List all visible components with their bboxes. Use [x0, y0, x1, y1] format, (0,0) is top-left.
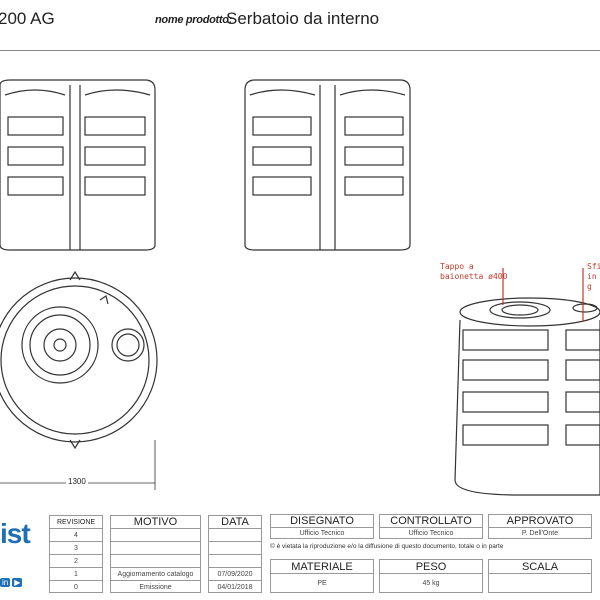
peso-box: PESO 45 kg: [379, 559, 483, 593]
logo-text: ist: [0, 518, 31, 549]
linkedin-icon[interactable]: in: [0, 578, 11, 587]
technical-drawing: [0, 79, 600, 496]
company-logo: ist: [0, 518, 31, 550]
header-divider: [0, 50, 600, 51]
controllato-label: CONTROLLATO: [380, 515, 482, 528]
revision-date: [209, 555, 261, 568]
scala-value: [489, 574, 591, 593]
perspective-view: [454, 268, 600, 496]
product-name-label: nome prodotto:: [155, 14, 233, 26]
approvato-box: APPROVATO P. Dell'Onte: [488, 514, 592, 539]
peso-value: 45 kg: [422, 580, 440, 587]
revision-reason: [111, 529, 200, 542]
revision-reason: [111, 555, 200, 568]
revision-date: [209, 542, 261, 555]
dimension-label: 1300: [66, 477, 88, 486]
revision-header: REVISIONE: [50, 516, 102, 529]
materiale-box: MATERIALE PE: [270, 559, 374, 593]
revision-date: 04/01/2018: [217, 584, 253, 591]
revision-number: 1: [50, 568, 102, 581]
motivo-column: MOTIVO Aggiornamento catalogo Emissione: [110, 515, 201, 593]
revision-date: [209, 529, 261, 542]
revision-number: 0: [74, 584, 78, 591]
approvato-label: APPROVATO: [489, 515, 591, 528]
controllato-box: CONTROLLATO Ufficio Tecnico: [379, 514, 483, 539]
revision-number: 3: [50, 542, 102, 555]
materiale-value: PE: [317, 580, 327, 587]
youtube-icon[interactable]: ▶: [12, 578, 23, 587]
peso-label: PESO: [380, 560, 482, 574]
revision-date: 07/09/2020: [209, 568, 261, 581]
copyright-notice: © è vietata la riproduzione e/o la diffu…: [270, 543, 504, 550]
disegnato-label: DISEGNATO: [271, 515, 373, 528]
disegnato-value: Ufficio Tecnico: [299, 530, 345, 537]
callout-line: Sfi: [587, 262, 600, 271]
materiale-label: MATERIALE: [271, 560, 373, 574]
revision-column: REVISIONE 4 3 2 1 0: [49, 515, 103, 593]
product-name: Serbatoio da interno: [226, 9, 380, 28]
front-view-2: [244, 79, 411, 251]
data-column: DATA 07/09/2020 04/01/2018: [208, 515, 262, 593]
scala-box: SCALA: [488, 559, 592, 593]
scala-label: SCALA: [489, 560, 591, 574]
motivo-header: MOTIVO: [111, 516, 200, 529]
social-links: in▶: [0, 572, 24, 590]
callout-line: baionetta ø400: [440, 272, 508, 281]
disegnato-box: DISEGNATO Ufficio Tecnico: [270, 514, 374, 539]
revision-reason: Emissione: [139, 584, 172, 591]
front-view-1: [0, 79, 156, 251]
data-header: DATA: [209, 516, 261, 529]
controllato-value: Ufficio Tecnico: [408, 530, 454, 537]
product-code: 200 AG: [0, 9, 55, 28]
top-view: [0, 270, 158, 490]
revision-reason: Aggiornamento catalogo: [111, 568, 200, 581]
callout-line: in g: [587, 272, 597, 291]
approvato-value: P. Dell'Onte: [521, 530, 559, 537]
revision-number: 4: [50, 529, 102, 542]
callout-line: Tappo a: [440, 262, 474, 271]
revision-number: 2: [50, 555, 102, 568]
revision-reason: [111, 542, 200, 555]
